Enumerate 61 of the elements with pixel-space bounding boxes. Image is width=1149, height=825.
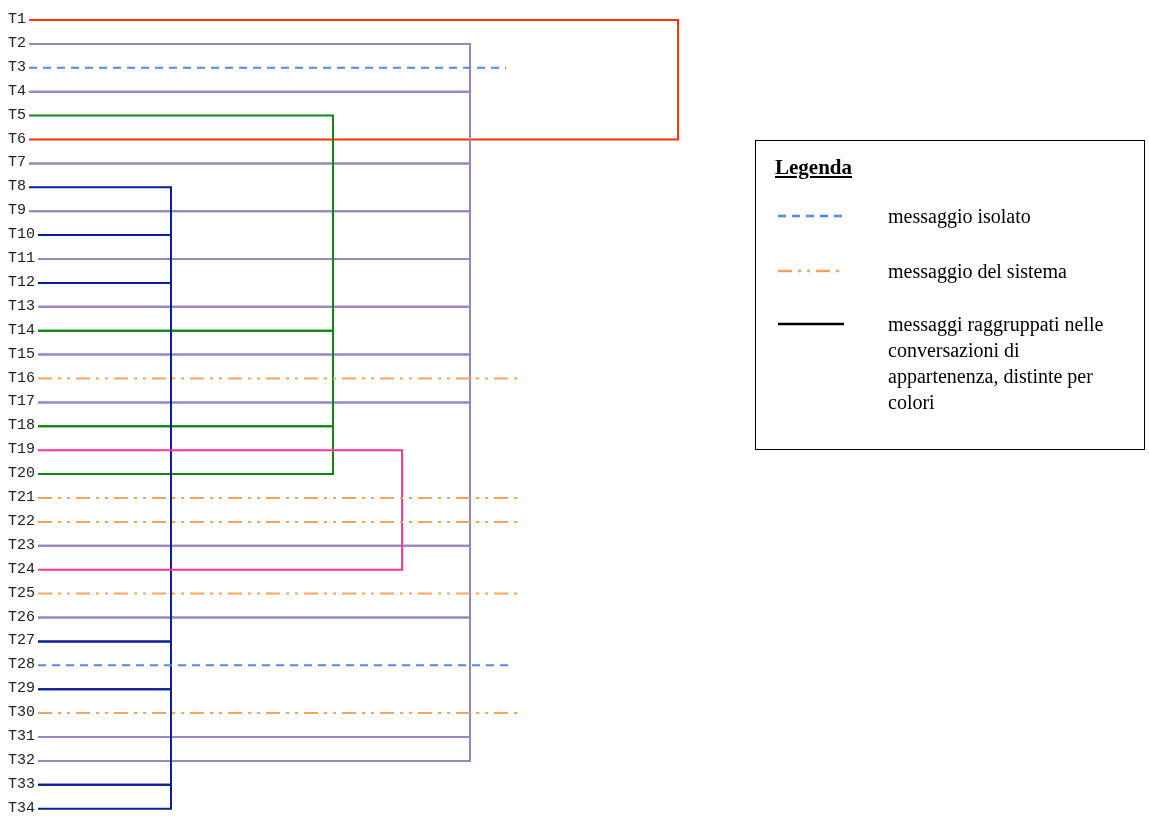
conversation-connector bbox=[37, 258, 471, 308]
message-id: T5 bbox=[8, 106, 26, 125]
message-id: T26 bbox=[8, 608, 35, 627]
legend-text: messaggi raggruppati nelle conversazioni di appartenenza, distinte per colori bbox=[888, 312, 1105, 415]
conversation-connector bbox=[37, 616, 471, 738]
message-id: T33 bbox=[8, 775, 35, 794]
message-id: T20 bbox=[8, 465, 35, 484]
message-id: T28 bbox=[8, 656, 35, 675]
message-id: T21 bbox=[8, 489, 35, 507]
conversation-connector bbox=[28, 42, 471, 93]
message-id: T11 bbox=[8, 250, 35, 268]
message-id: T24 bbox=[8, 560, 35, 579]
conversation-connector bbox=[37, 401, 471, 547]
conversation-connector bbox=[28, 186, 172, 237]
message-id: T7 bbox=[8, 154, 26, 173]
message-id: T16 bbox=[8, 369, 35, 388]
conversation-connector bbox=[37, 234, 172, 284]
message-id: T23 bbox=[8, 536, 35, 555]
conversation-connector bbox=[37, 688, 172, 786]
message-id: T31 bbox=[8, 728, 35, 746]
message-id: T22 bbox=[8, 512, 35, 531]
conversation-connector bbox=[37, 449, 403, 571]
message-id: T19 bbox=[8, 441, 35, 460]
message-id: T2 bbox=[8, 34, 26, 53]
conversation-connector bbox=[28, 162, 471, 213]
message-id: T3 bbox=[8, 58, 26, 77]
message-id: T32 bbox=[8, 751, 35, 770]
message-id: T27 bbox=[8, 632, 35, 651]
conversation-connector bbox=[37, 640, 172, 691]
conversation-connector bbox=[37, 329, 334, 428]
conversation-connector bbox=[37, 736, 471, 762]
conversation-connector bbox=[37, 425, 334, 476]
message-id: T13 bbox=[8, 297, 35, 316]
conversation-connector bbox=[37, 544, 471, 619]
conversation-connector bbox=[37, 281, 172, 643]
conversation-connector bbox=[37, 783, 172, 810]
message-id: T10 bbox=[8, 226, 35, 245]
message-id: T25 bbox=[8, 584, 35, 603]
message-id: T15 bbox=[8, 345, 35, 364]
conversation-connector bbox=[28, 90, 471, 165]
message-id: T18 bbox=[8, 417, 35, 436]
message-id: T12 bbox=[8, 273, 35, 292]
legend-text: messaggio isolato bbox=[888, 204, 1032, 229]
conversation-connector bbox=[28, 210, 471, 260]
message-id: T8 bbox=[8, 178, 26, 197]
conversation-connector bbox=[37, 305, 471, 356]
conversation-connector bbox=[37, 353, 471, 404]
message-id: T9 bbox=[8, 202, 26, 221]
message-id: T1 bbox=[8, 11, 26, 29]
conversation-connector bbox=[28, 19, 679, 141]
message-id: T34 bbox=[8, 799, 35, 818]
message-id: T30 bbox=[8, 704, 35, 723]
message-id: T4 bbox=[8, 82, 26, 101]
message-id: T14 bbox=[8, 321, 35, 340]
conversation-connector bbox=[28, 114, 334, 332]
message-id: T29 bbox=[8, 680, 35, 699]
message-id: T6 bbox=[8, 130, 26, 149]
legend-title: Legenda bbox=[775, 155, 852, 180]
message-line bbox=[28, 66, 507, 69]
message-id: T17 bbox=[8, 393, 35, 412]
legend-text: messaggio del sistema bbox=[888, 259, 1068, 284]
